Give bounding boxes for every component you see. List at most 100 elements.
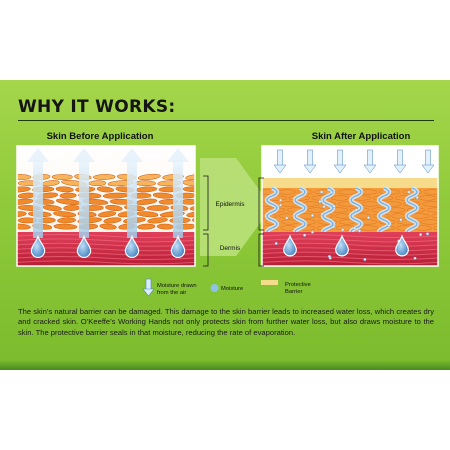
moisture-dot <box>341 228 345 232</box>
moisture-dot <box>415 196 419 200</box>
moisture-channel-edge <box>322 187 334 237</box>
droplet <box>30 234 46 259</box>
dermis-fiber <box>17 238 195 243</box>
moisture-dot <box>274 241 278 245</box>
epidermis-cell <box>17 186 31 193</box>
moisture-dot <box>332 225 336 229</box>
droplet <box>76 234 92 259</box>
legend-moisture: Moisture <box>221 286 244 292</box>
moisture-arrow-head <box>167 148 189 162</box>
skin-diagram <box>16 145 450 297</box>
moisture-arrow-shaft <box>33 160 43 238</box>
incoming-arrow-head <box>421 164 435 174</box>
epidermis-cell <box>53 211 77 218</box>
epidermis-cell <box>431 213 438 219</box>
epidermis-cell <box>186 211 195 218</box>
epidermis-cell <box>189 205 195 211</box>
epidermis-cell <box>98 211 117 218</box>
dermis-fiber <box>17 256 195 260</box>
moisture-dot <box>367 216 371 220</box>
epidermis-cell <box>337 189 358 195</box>
epidermis-cell <box>17 174 32 180</box>
moisture-dot <box>413 256 417 260</box>
epidermis-cell <box>281 219 299 225</box>
moisture-dot <box>426 232 430 236</box>
epidermis-cell <box>99 223 117 230</box>
epidermis-cell <box>335 213 352 219</box>
moisture-dot <box>332 204 336 208</box>
legend-moisture-air: Moisture drawn from the air <box>157 283 197 296</box>
moisture-dot <box>407 190 411 194</box>
epidermis-cell <box>96 186 114 193</box>
moisture-dot <box>320 212 324 216</box>
moisture-channel-edge <box>378 187 390 237</box>
epidermis-bracket-right <box>258 177 264 231</box>
epidermis-cell <box>103 217 122 224</box>
why-it-works-panel: WHY IT WORKS: Skin Before Application Sk… <box>0 80 450 370</box>
protective-barrier <box>262 178 438 188</box>
dermis-fiber <box>17 260 195 265</box>
epidermis-bracket <box>203 175 209 231</box>
dermis-fiber <box>262 260 438 265</box>
epidermis-cell <box>156 223 174 230</box>
dermis-fiber <box>262 256 438 260</box>
dermis-bracket <box>203 233 209 267</box>
after-incoming-arrows <box>273 149 435 174</box>
before-moisture-arrows <box>27 148 189 238</box>
epidermis-cell <box>439 196 450 201</box>
incoming-arrow-head <box>393 164 407 174</box>
moisture-dot <box>363 257 367 261</box>
after-moisture-dots <box>274 190 430 261</box>
epidermis-cell <box>278 189 296 195</box>
epidermis-label: Epidermis <box>215 201 245 208</box>
incoming-arrow-head <box>363 164 377 174</box>
incoming-arrow-head <box>273 164 287 174</box>
before-skin-panel <box>17 146 195 266</box>
epidermis-cell <box>147 217 168 224</box>
moisture-dot <box>318 199 322 203</box>
moisture-channel-edge <box>294 187 306 237</box>
before-caption: Skin Before Application <box>46 131 154 142</box>
arrow-icon <box>142 278 155 297</box>
moisture-dot <box>279 198 283 202</box>
epidermis-cell <box>135 180 156 187</box>
epidermis-cell <box>433 225 438 231</box>
description-text: The skin’s natural barrier can be damage… <box>18 307 434 337</box>
dermis-label: Dermis <box>219 245 241 252</box>
droplet-icon <box>210 284 219 292</box>
moisture-channel-edge <box>266 187 278 237</box>
dermis-fiber <box>17 242 195 247</box>
incoming-arrow-shaft <box>277 149 283 167</box>
epidermis-cell <box>59 192 77 199</box>
epidermis-cell <box>63 205 80 211</box>
epidermis-cell <box>146 205 170 211</box>
epidermis-cell <box>88 180 107 187</box>
moisture-dot <box>327 254 331 258</box>
moisture-arrow-shaft <box>173 160 183 238</box>
incoming-arrow-shaft <box>337 149 343 167</box>
moisture-arrow-shaft <box>79 160 89 238</box>
epidermis-cell <box>137 223 156 230</box>
epidermis-cell <box>17 211 27 218</box>
epidermis-cell <box>420 219 438 225</box>
droplet <box>283 234 297 257</box>
moisture-channel-edge <box>406 187 418 237</box>
moisture-dot <box>278 203 282 207</box>
epidermis-cell <box>185 173 195 181</box>
incoming-arrow-head <box>303 164 317 174</box>
before-droplets <box>30 234 186 259</box>
epidermis-cell <box>361 201 381 207</box>
epidermis-cell <box>418 195 437 201</box>
after-caption: Skin After Application <box>311 131 411 142</box>
moisture-dot <box>320 190 324 194</box>
epidermis-cell <box>137 173 161 181</box>
moisture-dot <box>419 233 423 237</box>
after-droplets <box>283 234 409 257</box>
epidermis-cell <box>53 223 78 230</box>
legend-protective-barrier: Protective Barrier <box>285 282 311 295</box>
epidermis-cell <box>391 213 406 219</box>
moisture-arrow-head <box>73 148 95 162</box>
moisture-dot <box>399 218 403 222</box>
transition-arrow <box>200 158 272 256</box>
droplet <box>124 234 140 259</box>
